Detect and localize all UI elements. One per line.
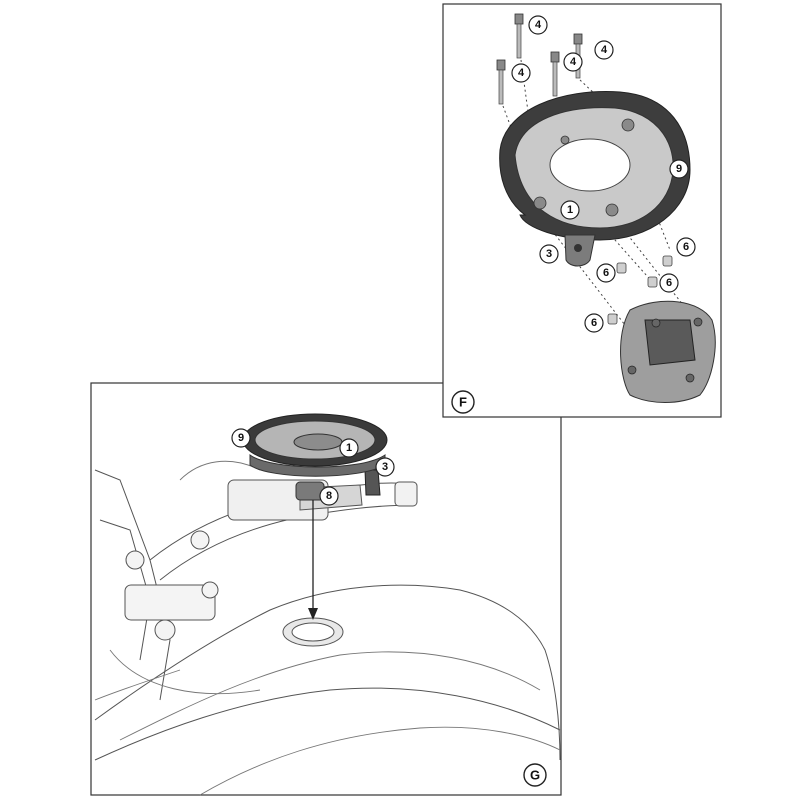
svg-text:6: 6 xyxy=(683,241,689,253)
base-hole-2 xyxy=(693,317,703,327)
base-hole-3 xyxy=(627,365,637,375)
tank-base-plate xyxy=(620,300,716,403)
fuel-tank-lower-edge xyxy=(94,687,561,761)
tank-ring-hole xyxy=(549,138,631,192)
tank-ring-exploded xyxy=(499,91,691,267)
top-clamp xyxy=(124,584,216,621)
svg-text:6: 6 xyxy=(603,267,609,279)
fuel-tank-outline xyxy=(94,584,561,761)
callout-g-9: 9 xyxy=(231,428,251,448)
spacer-4 xyxy=(607,313,618,325)
svg-text:4: 4 xyxy=(518,67,525,79)
panel-g-label: G xyxy=(523,763,547,787)
callout-f-4c: 4 xyxy=(563,52,583,72)
callout-f-6a: 6 xyxy=(676,237,696,257)
fuel-tank-contour xyxy=(119,651,541,741)
svg-text:1: 1 xyxy=(567,204,573,216)
fuel-cap-ring-inner xyxy=(291,622,335,642)
clamp-bolt-2 xyxy=(190,530,210,550)
svg-text:3: 3 xyxy=(382,461,388,473)
fuel-tank-contour-2 xyxy=(199,726,561,796)
ring-hole-3 xyxy=(621,118,635,132)
callout-f-1: 1 xyxy=(560,200,580,220)
base-plate-cap xyxy=(644,319,696,366)
screws xyxy=(496,13,583,105)
callout-g-3: 3 xyxy=(375,457,395,477)
base-hole-1 xyxy=(651,318,661,328)
svg-text:3: 3 xyxy=(546,248,552,260)
callout-f-3: 3 xyxy=(539,244,559,264)
base-hole-4 xyxy=(685,373,695,383)
svg-text:4: 4 xyxy=(570,56,577,68)
spacer-2 xyxy=(616,262,627,274)
svg-text:9: 9 xyxy=(238,432,244,444)
svg-text:9: 9 xyxy=(676,163,682,175)
callout-g-8: 8 xyxy=(319,486,339,506)
spacer-1 xyxy=(662,255,673,267)
screw-1 xyxy=(514,13,524,59)
cable-2 xyxy=(109,649,261,695)
screw-3 xyxy=(550,51,560,97)
ring-hole-4 xyxy=(560,135,570,145)
svg-text:1: 1 xyxy=(346,442,352,454)
clamp-bolt-3 xyxy=(154,619,176,641)
handlebar-end xyxy=(394,481,418,507)
callout-f-6d: 6 xyxy=(584,313,604,333)
clamp-bolt-4 xyxy=(201,581,219,599)
svg-text:6: 6 xyxy=(666,277,672,289)
clamp-bolt-1 xyxy=(125,550,145,570)
bracket-3-hole xyxy=(574,244,582,252)
ring-hole-1 xyxy=(533,196,547,210)
tank-ring-center xyxy=(293,433,343,451)
svg-text:6: 6 xyxy=(591,317,597,329)
callout-f-6b: 6 xyxy=(596,263,616,283)
motorcycle-line-art xyxy=(94,460,561,796)
panel-f: 4 4 4 4 9 1 3 6 xyxy=(442,3,722,418)
screw-4 xyxy=(496,59,506,105)
bracket-3-lug xyxy=(364,469,381,496)
svg-text:G: G xyxy=(530,768,540,783)
svg-text:4: 4 xyxy=(535,19,542,31)
spacer-3 xyxy=(647,276,658,288)
callout-f-6c: 6 xyxy=(659,273,679,293)
frame-line xyxy=(94,669,181,701)
callout-f-4d: 4 xyxy=(511,63,531,83)
install-arrow xyxy=(308,500,318,620)
callout-g-1: 1 xyxy=(339,438,359,458)
callout-f-4b: 4 xyxy=(594,40,614,60)
svg-text:8: 8 xyxy=(326,490,332,502)
svg-text:F: F xyxy=(459,395,467,410)
callout-f-4a: 4 xyxy=(528,15,548,35)
panel-f-label: F xyxy=(451,390,475,414)
panel-g: 9 1 3 8 G xyxy=(90,382,562,796)
svg-text:4: 4 xyxy=(601,44,608,56)
ring-hole-2 xyxy=(605,203,619,217)
spacers xyxy=(607,255,673,325)
callout-f-9: 9 xyxy=(669,159,689,179)
